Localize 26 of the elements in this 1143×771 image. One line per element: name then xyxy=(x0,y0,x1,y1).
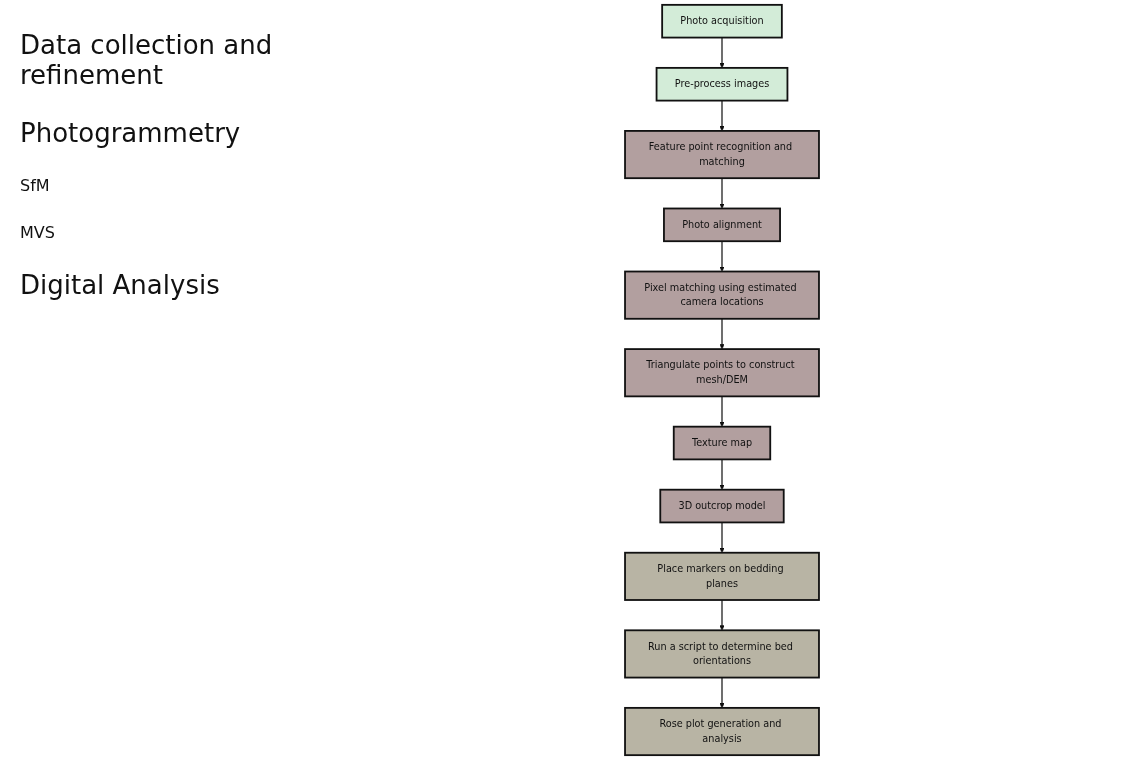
arrow xyxy=(718,36,725,69)
node-box: Texture map xyxy=(672,425,771,461)
node-box: Rose plot generation and analysis xyxy=(623,706,820,757)
arrow xyxy=(718,177,725,209)
side-label: MVS xyxy=(20,223,56,242)
node-box: Photo acquisition xyxy=(660,3,783,39)
side-label: SfM xyxy=(20,176,51,195)
arrow xyxy=(718,240,725,272)
arrow xyxy=(718,318,725,350)
arrow xyxy=(718,676,725,709)
arrow xyxy=(718,599,725,631)
node-box: Photo alignment xyxy=(662,207,781,243)
arrow xyxy=(718,100,725,132)
node-box: Pixel matching using estimated camera locations xyxy=(623,270,820,320)
arrow xyxy=(718,395,725,427)
node-box: Run a script to determine bed orientations xyxy=(623,629,820,679)
node-box: Triangulate points to construct mesh/DEM xyxy=(623,348,820,398)
arrow xyxy=(718,521,725,553)
side-label: Digital Analysis xyxy=(20,270,221,300)
node-box: 3D outcrop model xyxy=(658,488,785,524)
node-box: Pre-process images xyxy=(655,66,788,102)
side-label: Photogrammetry xyxy=(20,118,242,148)
node-box: Place markers on bedding planes xyxy=(623,551,820,601)
arrow xyxy=(718,458,725,490)
side-label: Data collection and refinement xyxy=(20,30,274,90)
node-box: Feature point recognition and matching xyxy=(623,130,820,180)
